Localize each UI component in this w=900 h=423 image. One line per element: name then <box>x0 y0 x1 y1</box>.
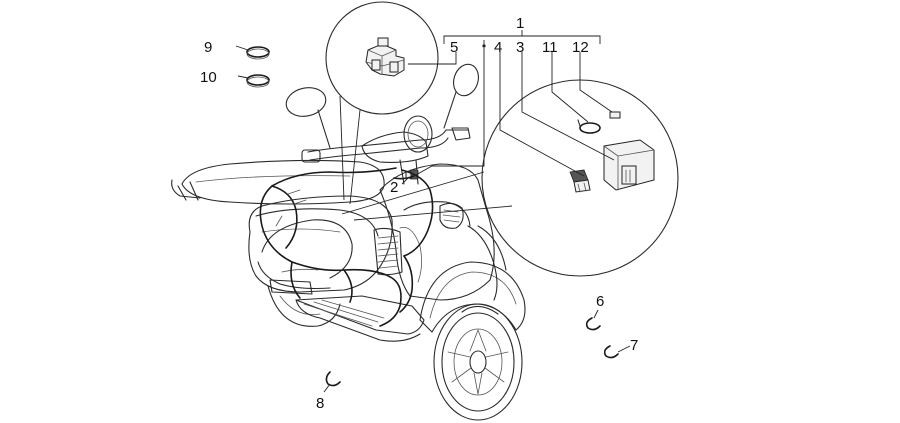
callout-labels: 1 2 3 4 5 6 7 8 9 10 11 12 <box>200 15 638 412</box>
callout-6: 6 <box>596 293 604 310</box>
callout-9: 9 <box>204 39 212 56</box>
grommet-7 <box>603 345 631 359</box>
wiring-harness <box>259 167 434 327</box>
callout-12: 12 <box>572 39 589 56</box>
clip-part-11 <box>577 119 601 134</box>
grommet-8 <box>323 371 341 393</box>
callout-8: 8 <box>316 395 324 412</box>
scooter-body <box>248 195 425 342</box>
callout-10: 10 <box>200 69 217 86</box>
scooter-drawing <box>171 63 526 421</box>
seat <box>171 159 385 205</box>
clip-10 <box>237 74 270 88</box>
fuse-part <box>569 169 591 193</box>
leader-2 <box>401 177 409 185</box>
kit-bracket <box>413 30 615 177</box>
clip-9 <box>235 45 270 60</box>
ecu-part <box>603 139 655 191</box>
grommet-6 <box>585 309 601 331</box>
tag-part-12 <box>609 111 621 119</box>
callout-11: 11 <box>542 39 558 56</box>
callout-4: 4 <box>494 39 502 56</box>
front-wheel <box>433 303 523 421</box>
callout-7: 7 <box>630 337 638 354</box>
callout-5: 5 <box>450 39 458 56</box>
callout-2: 2 <box>390 179 398 196</box>
detail-zoom-right <box>341 79 679 277</box>
callout-3: 3 <box>516 39 524 56</box>
callout-1: 1 <box>516 15 524 32</box>
detail-zoom-left <box>325 1 440 205</box>
rear-wheel <box>267 285 341 327</box>
relay-part <box>365 37 405 77</box>
front-fender <box>419 261 526 333</box>
